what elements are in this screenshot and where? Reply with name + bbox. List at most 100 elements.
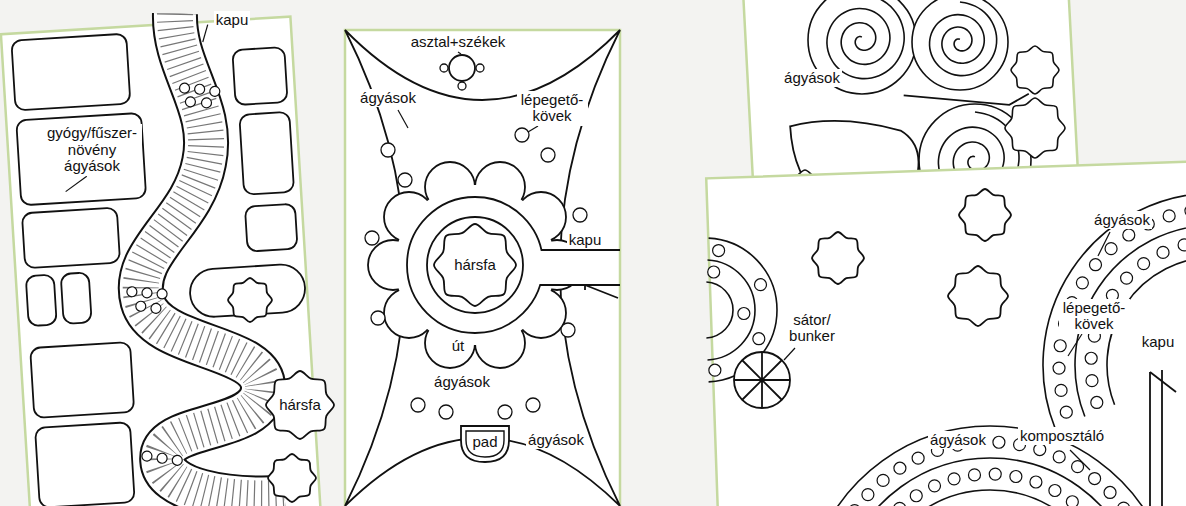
garden-drawing xyxy=(35,422,135,506)
tree xyxy=(268,454,316,502)
stepping-stone xyxy=(1010,470,1022,482)
garden-drawing xyxy=(1150,372,1176,392)
plan-label: lépegető- kövek xyxy=(1059,299,1130,334)
garden-drawing xyxy=(561,323,575,337)
garden-drawing xyxy=(398,110,408,128)
garden-drawing xyxy=(185,97,196,108)
stepping-stone xyxy=(1163,210,1175,222)
plan-label: ágyások xyxy=(526,431,586,450)
garden-drawing xyxy=(846,458,1134,506)
garden-drawing xyxy=(411,398,425,412)
garden-drawing xyxy=(22,208,120,269)
panel-linden-garden xyxy=(345,30,620,506)
garden-drawing xyxy=(530,250,620,285)
garden-drawing xyxy=(371,311,385,325)
garden-drawing xyxy=(784,232,1110,470)
plan-label: ágyások xyxy=(782,69,842,88)
garden-drawing xyxy=(179,83,190,94)
tree xyxy=(1005,98,1065,158)
garden-drawing xyxy=(127,286,138,297)
node-label: hársfa xyxy=(265,397,335,414)
garden-drawing xyxy=(157,453,168,464)
spiral-bed xyxy=(912,0,1008,90)
plan-label: kapu xyxy=(567,231,604,250)
label-text: kapu xyxy=(214,11,251,30)
plan-label: kapu xyxy=(1140,333,1177,352)
label-text: lépegető- kövek xyxy=(517,91,588,126)
stepping-stone xyxy=(1157,246,1169,258)
label-text: ágyások xyxy=(526,431,586,450)
garden-drawing xyxy=(528,126,538,132)
garden-drawing xyxy=(157,289,168,300)
node-label: hársfa xyxy=(433,257,517,274)
garden-drawing xyxy=(706,161,1186,506)
stepping-stone xyxy=(1138,258,1150,270)
stepping-stone xyxy=(1053,451,1065,463)
forest-garden-beds xyxy=(706,189,1186,506)
garden-drawing xyxy=(11,34,130,111)
garden-drawing xyxy=(398,173,412,187)
garden-drawing xyxy=(930,2,997,76)
garden-drawing xyxy=(707,260,755,360)
garden-drawing xyxy=(440,64,448,72)
stepping-stone xyxy=(894,502,906,506)
garden-drawing xyxy=(172,455,183,466)
plan-label: gyógy/fűszer- növény ágyások xyxy=(43,124,142,176)
plan-label: kapu xyxy=(214,11,251,30)
stepping-stone xyxy=(1030,476,1042,488)
garden-drawing xyxy=(734,352,790,408)
garden-drawing xyxy=(61,272,92,324)
garden-drawing xyxy=(427,217,523,313)
label-text: komposztáló xyxy=(1018,427,1106,446)
garden-drawing xyxy=(407,197,543,333)
stepping-stone xyxy=(1178,239,1186,251)
stepping-stone xyxy=(948,473,960,485)
stepping-stone xyxy=(1053,362,1065,374)
garden-drawing xyxy=(706,282,733,338)
forest-garden-details xyxy=(734,232,1176,506)
stepping-stone xyxy=(1055,384,1067,396)
bench: pad xyxy=(460,425,510,463)
garden-drawing xyxy=(458,82,466,90)
stepping-stone xyxy=(1089,259,1101,271)
plan-label: komposztáló xyxy=(1018,427,1106,446)
stepping-stone xyxy=(1049,484,1061,496)
stepping-stone xyxy=(910,490,922,502)
garden-drawing xyxy=(245,204,298,252)
node-label: pad xyxy=(460,434,510,451)
stepping-stone xyxy=(1185,205,1186,217)
garden-drawing xyxy=(1070,450,1090,470)
garden-drawing xyxy=(266,371,334,439)
garden-drawing xyxy=(345,30,620,506)
garden-drawing xyxy=(142,288,153,299)
garden-drawing xyxy=(395,185,555,345)
stepping-stone xyxy=(912,452,924,464)
stepping-stone xyxy=(709,364,721,376)
garden-drawing xyxy=(912,0,1008,90)
stepping-stone xyxy=(894,462,906,474)
stepping-stone xyxy=(755,279,767,291)
stepping-stone xyxy=(993,436,1005,448)
label-text: kapu xyxy=(567,231,604,250)
panel-forest-garden xyxy=(706,161,1186,506)
stepping-stone xyxy=(929,480,941,492)
garden-drawing xyxy=(365,64,587,419)
garden-drawing xyxy=(585,285,618,298)
stepping-stone xyxy=(753,333,765,345)
garden-drawing xyxy=(734,352,790,408)
tree xyxy=(1011,46,1059,94)
label-text: sátor/ bunker xyxy=(785,311,839,346)
garden-drawing xyxy=(535,251,545,284)
tree xyxy=(948,266,1008,326)
stepping-stone xyxy=(1085,352,1097,364)
garden-drawing xyxy=(1098,232,1110,256)
garden-drawing xyxy=(815,426,1164,506)
plan-label: lépegető- kövek xyxy=(517,91,588,126)
plan-label: ágyások xyxy=(432,373,492,392)
stepping-stone xyxy=(1104,486,1116,498)
garden-drawing xyxy=(365,231,379,245)
garden-drawing xyxy=(827,0,904,79)
stepping-stone xyxy=(968,469,980,481)
